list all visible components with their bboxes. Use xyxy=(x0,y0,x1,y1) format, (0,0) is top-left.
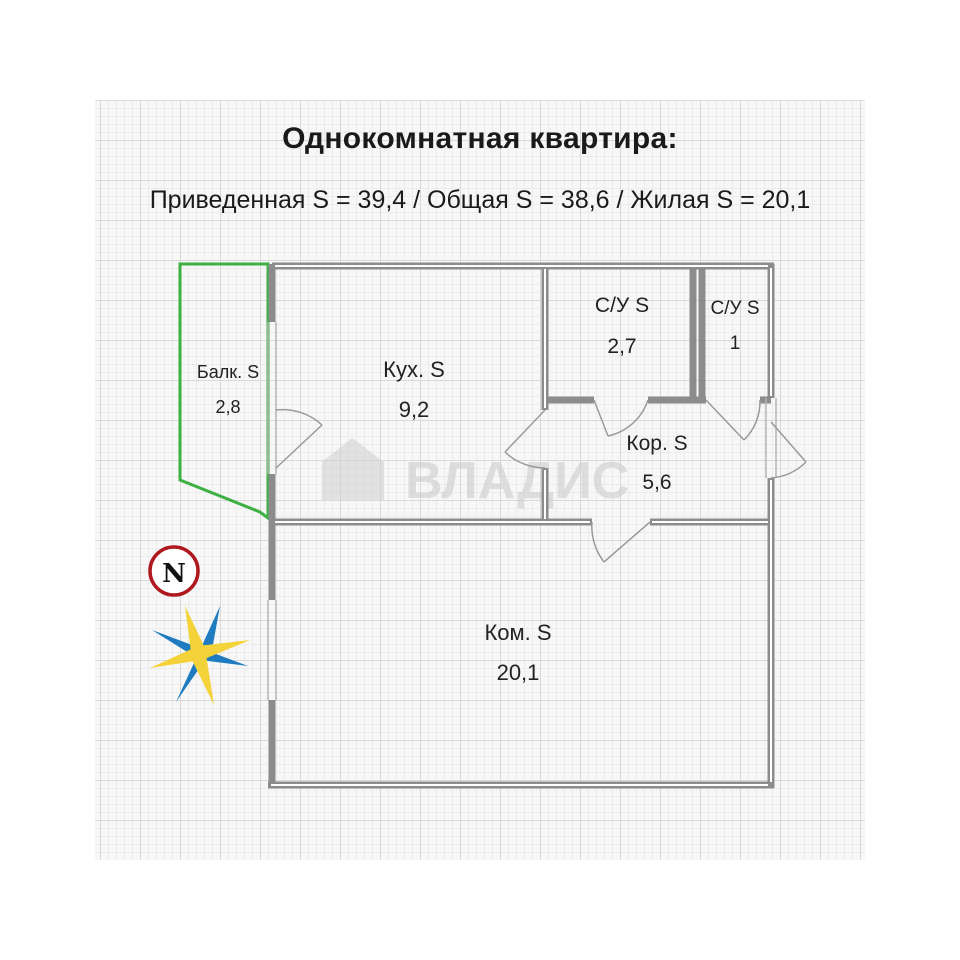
balcony-door xyxy=(275,408,323,469)
bath1-door xyxy=(593,399,649,437)
corridor-name: Кор. S xyxy=(626,432,687,455)
bath2-door xyxy=(705,399,761,441)
bath2-name: С/У S xyxy=(710,298,759,319)
living-door xyxy=(591,521,651,563)
compass-star-icon xyxy=(150,606,250,705)
kitchen-name: Кух. S xyxy=(383,357,445,382)
kitchen-area: 9,2 xyxy=(399,397,430,422)
bath2-area: 1 xyxy=(730,333,741,354)
north-label: N xyxy=(162,559,186,589)
bath1-area: 2,7 xyxy=(607,335,636,358)
grid-background xyxy=(95,100,865,860)
kitchen-door xyxy=(504,409,546,469)
compass: N xyxy=(148,545,250,705)
corridor-area: 5,6 xyxy=(642,471,671,494)
living-name: Ком. S xyxy=(484,620,551,645)
compass-ring xyxy=(148,545,200,597)
walls xyxy=(268,262,775,789)
wall-inner-lines xyxy=(271,265,772,786)
entrance-door xyxy=(770,421,807,479)
balcony-name: Балк. S xyxy=(197,362,259,382)
house-logo-icon xyxy=(322,438,384,500)
doors xyxy=(275,399,807,563)
windows xyxy=(267,322,777,700)
balcony-outline xyxy=(178,262,270,521)
area-summary: Приведенная S = 39,4 / Общая S = 38,6 / … xyxy=(149,186,811,214)
page-title: Однокомнатная квартира: xyxy=(282,122,678,155)
balcony-area: 2,8 xyxy=(215,397,240,417)
living-area: 20,1 xyxy=(497,660,540,685)
watermark: ВЛАДИС xyxy=(322,438,629,510)
bath1-name: С/У S xyxy=(595,294,649,317)
